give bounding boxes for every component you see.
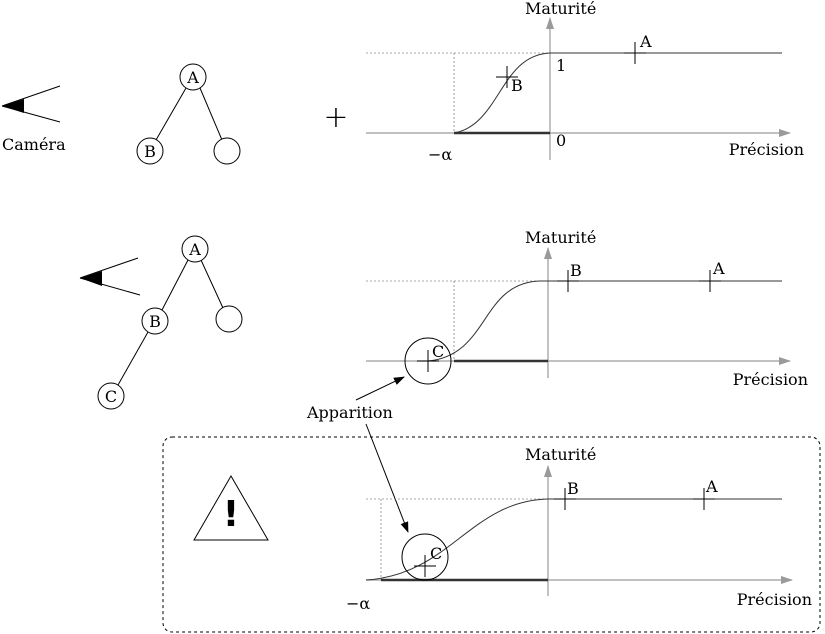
tree-2-node-b: [141, 307, 169, 335]
graph-2: B A C Précision Maturité: [366, 228, 808, 389]
graph-3-marker-b: B: [567, 479, 579, 498]
graph-1-marker-b: B: [511, 76, 523, 95]
tree-2-node-b-label: B: [149, 312, 161, 331]
graph-2-xlabel: Précision: [733, 370, 808, 389]
graph-1-ylabel: Maturité: [525, 0, 596, 18]
graph-1-tick-one: 1: [556, 56, 566, 75]
graph-1-neg-alpha: −α: [428, 145, 452, 164]
graph-1: A B 1 0 −α Précision Maturité: [366, 0, 804, 164]
tree-2-node-c: [97, 382, 125, 410]
graph-3-curve: [365, 498, 782, 581]
graph-2-marker-c: C: [432, 342, 444, 361]
camera-icon-1: [1, 85, 61, 123]
tree-2: A B C: [97, 235, 243, 410]
warning-mark: !: [223, 494, 239, 535]
tree-2-node-empty: [215, 305, 243, 333]
plus-sign: +: [323, 100, 348, 135]
graph-2-ylabel: Maturité: [525, 228, 596, 247]
warning-box: [162, 436, 821, 633]
graph-1-curve: [453, 52, 782, 134]
tree-2-node-a-label: A: [188, 240, 201, 259]
apparition-arrow-1: [355, 376, 405, 401]
graph-1-tick-zero: 0: [556, 131, 566, 150]
camera-icon-2: [79, 257, 141, 296]
graph-3: B A C −α Précision Maturité: [346, 445, 812, 613]
tree-2-node-c-label: C: [105, 387, 117, 406]
tree-2-node-a: [181, 235, 209, 263]
warning-icon: !: [193, 475, 269, 541]
tree-1-node-a: [179, 63, 207, 91]
graph-3-xlabel: Précision: [737, 590, 812, 609]
apparition-arrow-2: [365, 423, 409, 533]
graph-1-xlabel: Précision: [729, 140, 804, 159]
graph-3-neg-alpha: −α: [346, 594, 370, 613]
apparition-label: Apparition: [306, 403, 393, 422]
tree-1-node-empty: [213, 137, 241, 165]
tree-1-node-a-label: A: [186, 68, 199, 87]
graph-3-marker-a: A: [705, 477, 718, 496]
tree-1-node-b: [136, 137, 164, 165]
graph-2-marker-a: A: [712, 259, 725, 278]
graph-1-marker-a: A: [639, 32, 652, 51]
camera-label: Caméra: [2, 135, 66, 154]
tree-1-node-b-label: B: [144, 142, 156, 161]
graph-3-ylabel: Maturité: [525, 445, 596, 464]
graph-2-marker-b: B: [570, 261, 582, 280]
graph-2-curve: [427, 280, 782, 362]
graph-3-marker-c: C: [430, 544, 442, 563]
tree-1: A B: [136, 63, 241, 165]
